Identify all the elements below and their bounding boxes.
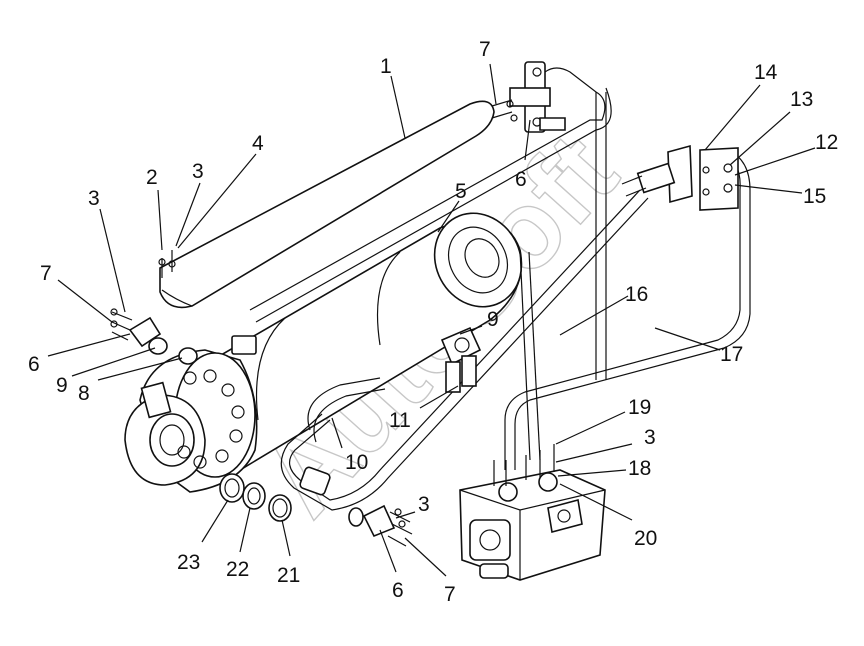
right-bracket-fitting: [621, 144, 739, 211]
upper-flange-fitting: [491, 61, 566, 133]
callout-2: 2: [146, 166, 158, 189]
callout-9: 9: [487, 308, 499, 331]
callout-23: 23: [177, 551, 200, 574]
part-11-block: [440, 326, 482, 393]
seal-rings: [219, 473, 292, 522]
callout-13: 13: [790, 88, 813, 111]
part-5-cylinder-barrel: [176, 212, 523, 472]
left-flange-fitting: [110, 308, 198, 365]
callout-22: 22: [226, 558, 249, 581]
callout-16: 16: [625, 283, 648, 306]
control-valve-body: [459, 444, 606, 581]
callout-10: 10: [345, 451, 368, 474]
callout-3: 3: [192, 160, 204, 183]
part-16-tube: [249, 67, 612, 461]
callout-9: 9: [56, 374, 68, 397]
callout-5: 5: [455, 180, 467, 203]
leader-lines: [47, 63, 816, 577]
callout-14: 14: [754, 61, 778, 84]
callout-20: 20: [634, 527, 657, 550]
callout-15: 15: [803, 185, 826, 208]
callout-3: 3: [88, 187, 100, 210]
callout-12: 12: [815, 131, 838, 154]
callout-7: 7: [479, 38, 491, 61]
callout-19: 19: [628, 396, 651, 419]
callout-6: 6: [28, 353, 40, 376]
callout-labels: 1 2 3 4 3 7 6 9 8 7 6 5 14 13 12 15 16 1…: [28, 38, 838, 606]
parts-drawing: [110, 61, 751, 581]
callout-17: 17: [720, 343, 743, 366]
callout-7: 7: [444, 583, 456, 606]
callout-3: 3: [644, 426, 656, 449]
callout-1: 1: [380, 55, 392, 78]
callout-6: 6: [515, 168, 527, 191]
callout-7: 7: [40, 262, 52, 285]
callout-3: 3: [418, 493, 430, 516]
part-1-cover: [159, 100, 495, 309]
callout-8: 8: [78, 382, 90, 405]
lower-flange-fitting: [299, 466, 413, 547]
callout-4: 4: [252, 132, 264, 155]
callout-6: 6: [392, 579, 404, 602]
callout-21: 21: [277, 564, 300, 587]
callout-18: 18: [628, 457, 651, 480]
part-1-bolts: [158, 250, 176, 278]
callout-11: 11: [389, 409, 411, 432]
